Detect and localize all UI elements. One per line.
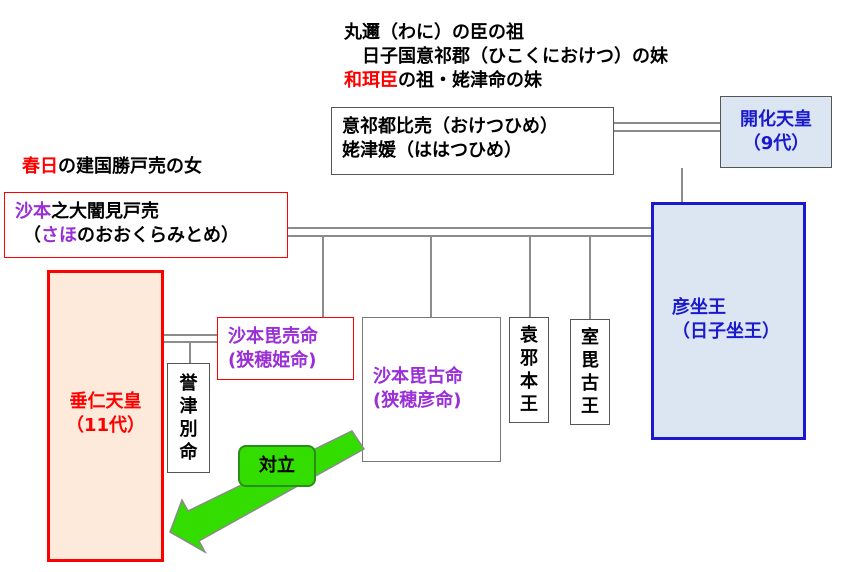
note-line-3: 和珥臣の祖・姥津命の妹 <box>344 69 542 93</box>
homutsu-char-3: 別 <box>179 419 198 440</box>
murobiko-char-3: 古 <box>581 373 599 394</box>
marriage-line-suinin-sahobime-2 <box>164 341 217 343</box>
hikoimasu-box: 彦坐王 （日子坐王） <box>651 202 806 440</box>
ookurami-label: 之大闇見戸売 <box>51 201 159 222</box>
okeetsu-hime-name: 意祁都比売（おけつひめ） <box>342 116 558 137</box>
saho-label: 沙本 <box>15 201 51 222</box>
conflict-label-box: 対立 <box>238 445 316 487</box>
enjamoto-char-4: 王 <box>520 394 538 415</box>
okeetsu-hime-box: 意祁都比売（おけつひめ） 姥津媛（ははつひめ） <box>331 107 614 175</box>
suinin-emperor-box: 垂仁天皇 （11代） <box>47 270 164 562</box>
saho-ookurami-tome-reading: （さほのおおくらみとめ） <box>15 224 287 248</box>
child-line-sahobiko <box>430 237 432 317</box>
note-line-1: 丸邇（わに）の臣の祖 <box>344 22 524 43</box>
murobiko-char-4: 王 <box>581 396 599 417</box>
marriage-line-suinin-sahobime-1 <box>164 334 217 336</box>
note-line-3-rest: の祖・姥津命の妹 <box>398 70 542 91</box>
kasuga-note-rest: の建国勝戸売の女 <box>58 156 202 177</box>
child-line-enjamoto <box>529 237 531 317</box>
note-wani-clan: 和珥臣 <box>344 70 398 91</box>
saho-reading: さほ <box>41 225 77 246</box>
child-line-homutsu <box>189 343 191 363</box>
enjamoto-char-1: 袁 <box>520 325 538 346</box>
kaika-emperor-box: 開化天皇 （9代） <box>720 96 832 168</box>
enjamoto-char-2: 邪 <box>520 348 538 369</box>
sahobime-alt-name: (狭穂姫命) <box>228 350 317 371</box>
sahobime-box: 沙本毘売命 (狭穂姫命) <box>217 317 354 380</box>
kaika-emperor-name: 開化天皇 <box>740 109 812 130</box>
suinin-emperor-generation: （11代） <box>65 415 146 436</box>
sahobime-name: 沙本毘売命 <box>228 326 318 347</box>
reading-open-paren: （ <box>23 225 41 246</box>
saho-ookurami-tome-box: 沙本之大闇見戸売 （さほのおおくらみとめ） <box>4 192 288 258</box>
sahobiko-box: 沙本毘古命 (狭穂彦命) <box>362 317 501 462</box>
hahatsu-hime-name: 姥津媛（ははつひめ） <box>342 140 522 161</box>
sahobiko-name: 沙本毘古命 <box>373 366 463 387</box>
murobiko-char-2: 毘 <box>581 350 599 371</box>
enjamoto-box: 袁 邪 本 王 <box>509 317 549 423</box>
marriage-line-okeetsu-kaika-2 <box>614 130 720 132</box>
enjamoto-char-3: 本 <box>520 371 538 392</box>
marriage-line-okeetsu-kaika-1 <box>614 122 720 124</box>
homutsu-char-4: 命 <box>179 442 198 463</box>
marriage-line-saho-hikoimasu-2 <box>288 235 652 237</box>
suinin-emperor-name: 垂仁天皇 <box>69 391 142 412</box>
sahobiko-alt-name: (狭穂彦命) <box>373 390 462 411</box>
homutsu-wake-box: 誉 津 別 命 <box>167 363 210 473</box>
hikoimasu-name: 彦坐王 <box>672 297 726 318</box>
conflict-label: 対立 <box>259 455 295 476</box>
kasuga-note: 春日の建国勝戸売の女 <box>22 155 202 179</box>
murobiko-box: 室 毘 古 王 <box>570 319 610 425</box>
homutsu-char-1: 誉 <box>179 373 198 394</box>
child-line-murobiko <box>589 237 591 319</box>
child-line-sahobime <box>322 237 324 317</box>
hikoimasu-alt-name: （日子坐王） <box>672 321 780 342</box>
kaika-emperor-generation: （9代） <box>742 133 810 154</box>
note-line-2: 日子国意祁郡（ひこくにおけつ）の妹 <box>362 46 668 67</box>
marriage-line-saho-hikoimasu-1 <box>288 227 652 229</box>
ookurami-reading: のおおくらみとめ） <box>77 225 239 246</box>
descent-line-kaika <box>681 168 683 202</box>
murobiko-char-1: 室 <box>581 327 599 348</box>
kasuga-label: 春日 <box>22 156 58 177</box>
saho-ookurami-tome-name: 沙本之大闇見戸売 <box>15 200 287 224</box>
homutsu-char-2: 津 <box>179 396 198 417</box>
